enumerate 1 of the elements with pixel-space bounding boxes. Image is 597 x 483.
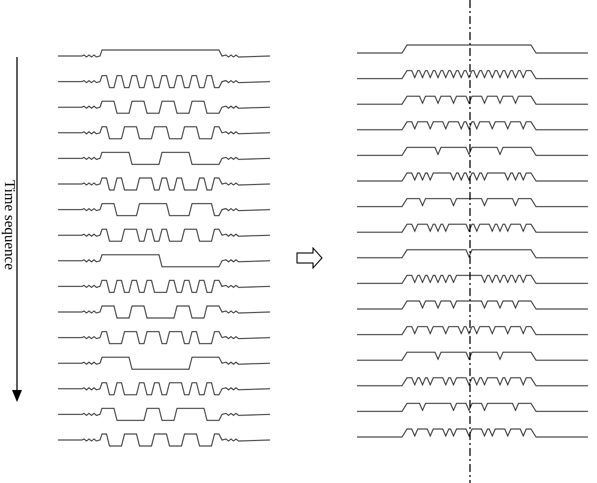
axis-label: Time sequence [0, 180, 17, 270]
